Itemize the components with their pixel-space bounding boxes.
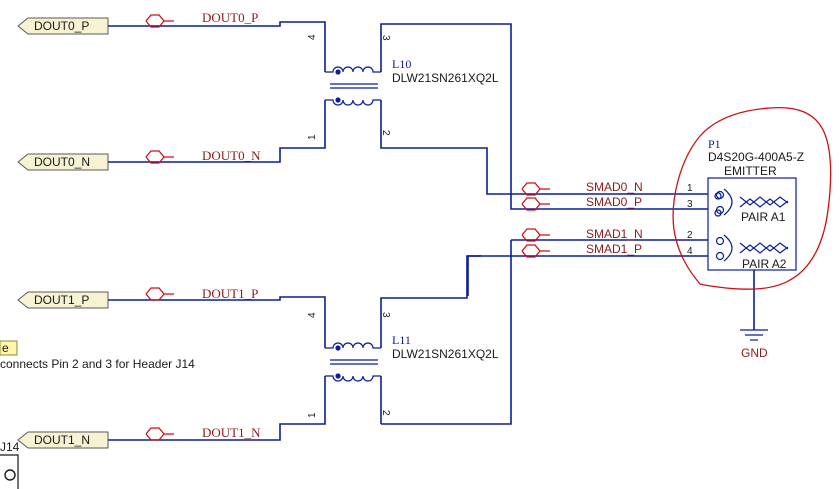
net-flags-right: [521, 182, 550, 258]
wires-right: [380, 23, 708, 425]
port-dout0-p[interactable]: DOUT0_P: [17, 17, 109, 35]
j14-ref: J14: [0, 440, 20, 454]
port-dout0-n[interactable]: DOUT0_N: [17, 153, 109, 171]
note-text: connects Pin 2 and 3 for Header J14: [0, 357, 195, 371]
highlight-circle: [672, 106, 832, 290]
svg-text:3: 3: [380, 35, 391, 41]
svg-text:DOUT1_P: DOUT1_P: [34, 293, 89, 307]
net-label-dout1-n: DOUT1_N: [202, 425, 261, 440]
svg-text:DOUT0_P: DOUT0_P: [34, 19, 89, 33]
port-dout1-p[interactable]: DOUT1_P: [17, 291, 109, 309]
gnd-symbol: [740, 270, 768, 341]
gnd-label: GND: [741, 346, 768, 360]
p1-pair-a1-label: PAIR A1: [741, 210, 786, 224]
designator-l11: L11: [392, 333, 411, 347]
net-label-smad1-p: SMAD1_P: [586, 242, 642, 256]
net-label-dout1-p: DOUT1_P: [202, 286, 258, 301]
component-p1[interactable]: [707, 177, 797, 271]
part-number-p1: D4S20G-400A5-Z: [708, 150, 804, 164]
note-badge: e: [0, 340, 18, 356]
svg-text:DOUT0_N: DOUT0_N: [34, 155, 90, 169]
svg-text:4: 4: [307, 312, 318, 318]
designator-p1: P1: [708, 137, 721, 151]
net-label-dout0-p: DOUT0_P: [202, 10, 258, 25]
p1-pin-3: 3: [687, 199, 693, 210]
net-label-dout0-n: DOUT0_N: [202, 148, 261, 163]
svg-text:3: 3: [380, 312, 391, 318]
component-l10[interactable]: 4 3 1 2: [307, 34, 391, 140]
svg-text:1: 1: [307, 134, 318, 140]
net-label-smad0-n: SMAD0_N: [586, 180, 643, 194]
designator-l10: L10: [392, 57, 411, 71]
p1-pair-a2-label: PAIR A2: [742, 257, 787, 271]
port-dout1-n[interactable]: DOUT1_N: [17, 431, 109, 449]
net-flags-left: [145, 14, 174, 441]
component-l11[interactable]: 4 3 1 2: [307, 300, 391, 424]
p1-pin-4: 4: [687, 246, 693, 257]
wires-left: [108, 21, 326, 441]
p1-pin-2: 2: [687, 230, 693, 241]
part-number-l11: DLW21SN261XQ2L: [392, 347, 499, 361]
svg-text:e: e: [2, 341, 9, 355]
svg-text:DOUT1_N: DOUT1_N: [34, 433, 90, 447]
p1-pin-1: 1: [687, 183, 693, 194]
svg-text:1: 1: [307, 412, 318, 418]
svg-text:4: 4: [307, 34, 318, 40]
net-label-smad1-n: SMAD1_N: [586, 227, 643, 241]
p1-header-label: EMITTER: [724, 164, 777, 178]
svg-text:2: 2: [380, 410, 391, 416]
j14-header-partial: [0, 454, 19, 489]
svg-text:2: 2: [380, 130, 391, 136]
net-label-smad0-p: SMAD0_P: [586, 195, 642, 209]
part-number-l10: DLW21SN261XQ2L: [392, 71, 499, 85]
